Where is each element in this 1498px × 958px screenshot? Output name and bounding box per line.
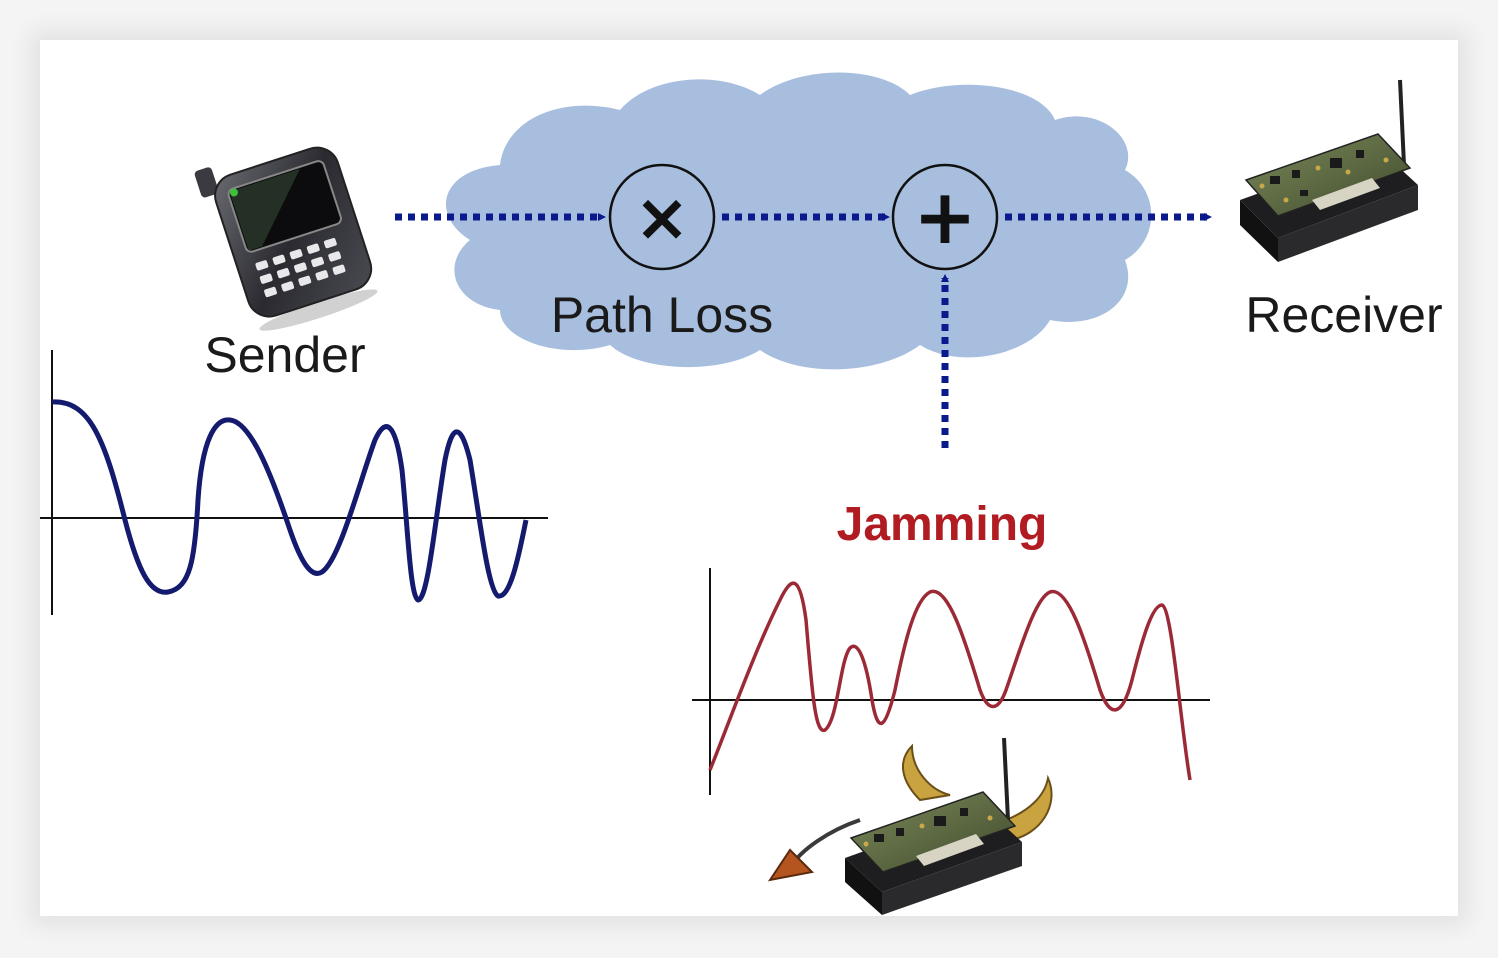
sender-label: Sender bbox=[204, 327, 365, 383]
phone-icon bbox=[194, 146, 378, 331]
jamming-waveform bbox=[692, 568, 1210, 795]
add-symbol: + bbox=[913, 172, 977, 261]
multiply-symbol: × bbox=[634, 179, 689, 256]
add-operator: + bbox=[891, 163, 999, 271]
signal-arrows bbox=[395, 213, 1212, 448]
network-cloud bbox=[446, 72, 1152, 370]
sender-waveform bbox=[40, 350, 548, 615]
jam-wave-trace bbox=[708, 581, 1192, 781]
sender-wave-trace bbox=[51, 399, 529, 603]
sensor-board-icon bbox=[1240, 79, 1418, 262]
receiver-label: Receiver bbox=[1245, 287, 1442, 343]
jamming-label: Jamming bbox=[837, 498, 1048, 551]
path-loss-label: Path Loss bbox=[551, 287, 773, 343]
multiply-operator: × bbox=[608, 163, 716, 271]
devil-sensor-board-icon bbox=[767, 737, 1053, 915]
